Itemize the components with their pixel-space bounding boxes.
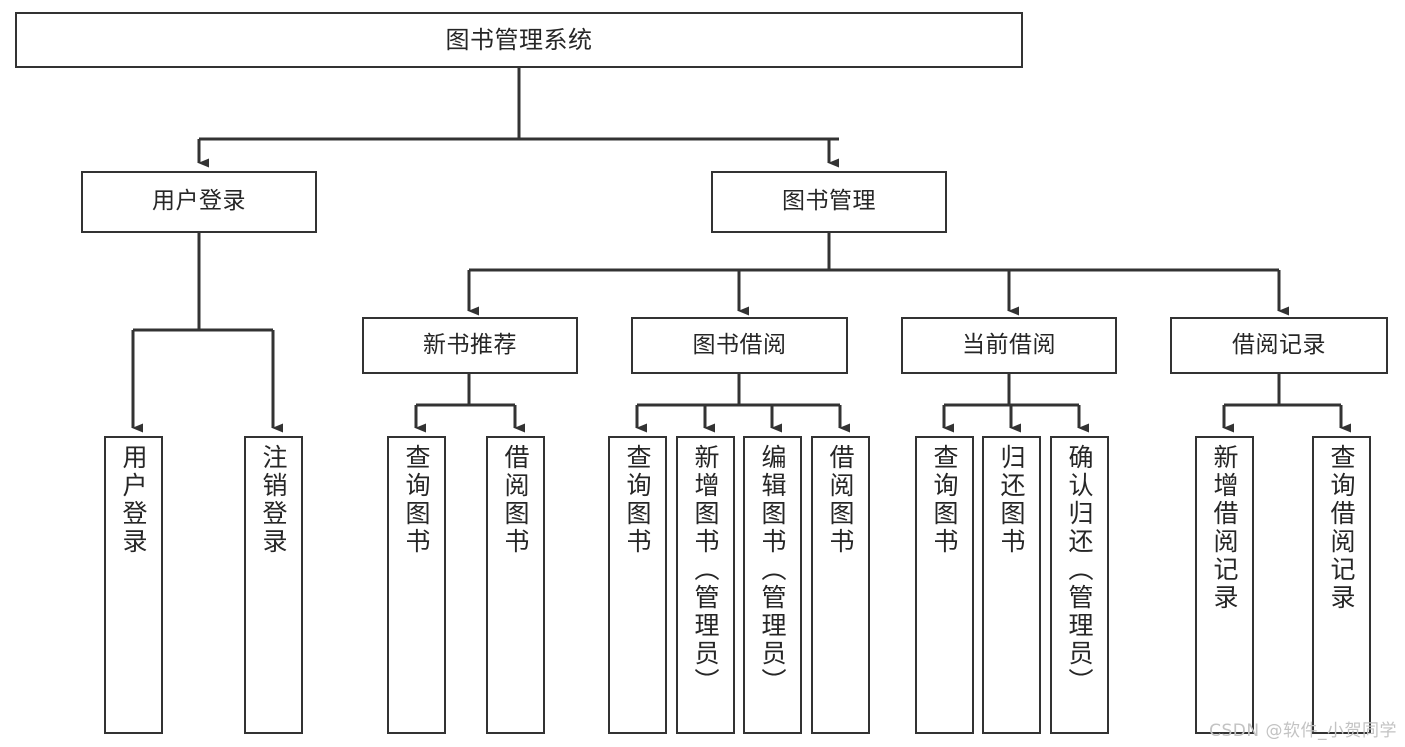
node-label: 图书管理 (782, 188, 876, 215)
edge-group-book-borrow (635, 374, 850, 433)
node-label: 用户登录 (119, 444, 148, 556)
node-label: 借阅图书 (501, 444, 530, 556)
node-label: 新书推荐 (423, 331, 517, 358)
node-leaf-confirm-return-admin[interactable]: 确认归还（管理员） (1050, 436, 1109, 734)
node-label: 借阅记录 (1232, 331, 1326, 358)
node-label: 确认归还（管理员） (1065, 444, 1094, 696)
node-label: 图书管理系统 (445, 25, 593, 54)
node-leaf-query-book-1[interactable]: 查询图书 (387, 436, 446, 734)
node-label: 用户登录 (152, 188, 246, 215)
node-leaf-logout[interactable]: 注销登录 (244, 436, 303, 734)
node-leaf-add-book-admin[interactable]: 新增图书（管理员） (676, 436, 735, 734)
node-label: 当前借阅 (962, 331, 1056, 358)
node-root-system[interactable]: 图书管理系统 (15, 12, 1023, 68)
node-label: 借阅图书 (826, 444, 855, 556)
edge-group-user-login (131, 233, 283, 433)
node-leaf-borrow-book-2[interactable]: 借阅图书 (811, 436, 870, 734)
node-label: 新增借阅记录 (1210, 444, 1239, 612)
edge-group-root (197, 68, 839, 168)
node-label: 图书借阅 (692, 331, 787, 358)
edge-group-borrow-record (1222, 374, 1351, 433)
node-new-book-recommend[interactable]: 新书推荐 (362, 317, 578, 374)
edge-group-current-borrow (942, 374, 1089, 433)
node-leaf-query-book-3[interactable]: 查询图书 (915, 436, 974, 734)
node-leaf-borrow-book-1[interactable]: 借阅图书 (486, 436, 545, 734)
edge-group-book-manage (467, 233, 1289, 316)
node-book-manage[interactable]: 图书管理 (711, 171, 947, 233)
node-leaf-return-book[interactable]: 归还图书 (982, 436, 1041, 734)
node-leaf-add-borrow-record[interactable]: 新增借阅记录 (1195, 436, 1254, 734)
node-label: 查询图书 (623, 444, 652, 556)
watermark-text: CSDN @软件_小贺同学 (1209, 721, 1397, 741)
node-label: 查询图书 (930, 444, 959, 556)
node-label: 查询图书 (402, 444, 431, 556)
node-leaf-query-book-2[interactable]: 查询图书 (608, 436, 667, 734)
node-label: 归还图书 (997, 444, 1026, 556)
node-leaf-edit-book-admin[interactable]: 编辑图书（管理员） (743, 436, 802, 734)
node-borrow-record[interactable]: 借阅记录 (1170, 317, 1388, 374)
node-label: 新增图书（管理员） (691, 444, 720, 696)
edge-group-new-book-rec (414, 374, 525, 433)
node-book-borrow[interactable]: 图书借阅 (631, 317, 848, 374)
node-user-login[interactable]: 用户登录 (81, 171, 317, 233)
node-leaf-query-borrow-record[interactable]: 查询借阅记录 (1312, 436, 1371, 734)
node-label: 注销登录 (259, 444, 288, 556)
node-label: 查询借阅记录 (1327, 444, 1356, 612)
node-current-borrow[interactable]: 当前借阅 (901, 317, 1117, 374)
node-label: 编辑图书（管理员） (758, 444, 787, 696)
node-leaf-user-login[interactable]: 用户登录 (104, 436, 163, 734)
